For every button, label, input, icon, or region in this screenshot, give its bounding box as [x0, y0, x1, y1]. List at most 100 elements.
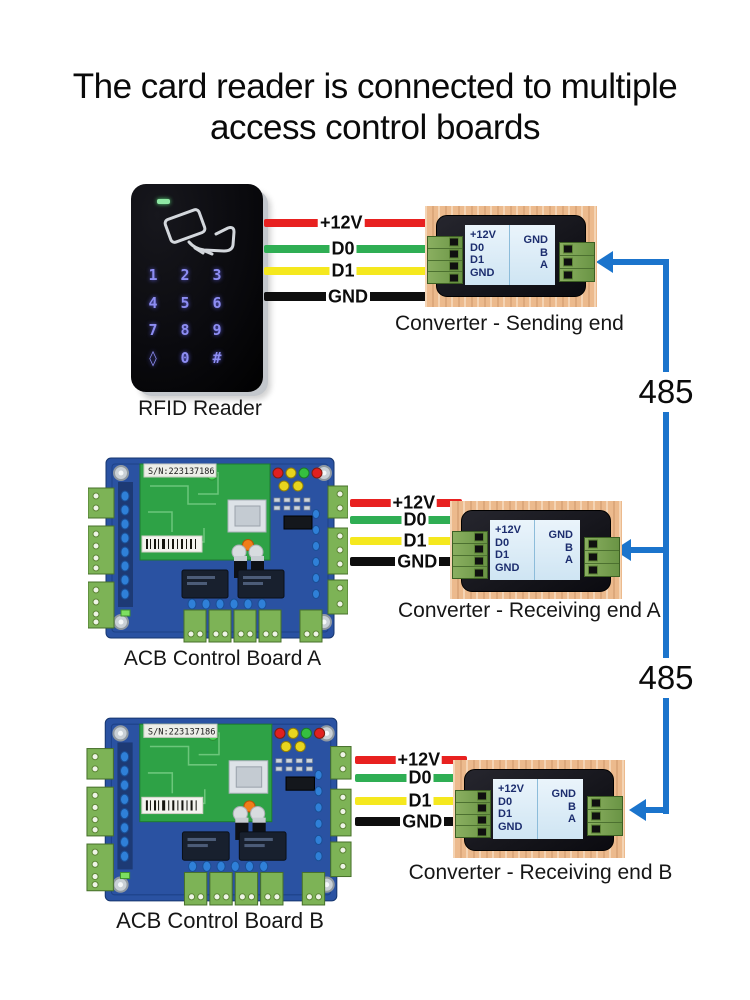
converter-label-panel: +12V D0 D1 GND GND B A: [465, 225, 555, 285]
wire-gnd-b: GND: [355, 811, 467, 832]
converter-receiving-a-caption: Converter - Receiving end A: [398, 599, 661, 622]
bus-485-branch-receiving-a: [630, 547, 663, 553]
screw-holes: [112, 725, 335, 893]
rfid-reader-device: 1 2 3 4 5 6 7 8 9 ◊ 0 #: [131, 184, 263, 392]
key-3: 3: [212, 266, 222, 284]
terminal-block-4pin: [452, 531, 488, 579]
wire-label-d0: D0: [329, 238, 357, 260]
terminal-block-3pin: [587, 796, 623, 836]
wire-12v-sending: +12V: [264, 212, 432, 234]
terminal-block-3pin: [559, 242, 595, 282]
bus-arrow-sending-icon: [596, 251, 613, 273]
status-led-cluster: [274, 727, 326, 753]
key-6: 6: [212, 294, 222, 312]
key-8: 8: [180, 321, 190, 339]
key-7: 7: [148, 321, 158, 339]
key-5: 5: [180, 294, 190, 312]
bus-485-branch-sending: [612, 259, 663, 265]
key-9: 9: [212, 321, 222, 339]
wire-label-d0: D0: [401, 509, 429, 531]
wire-d0-sending: D0: [264, 238, 432, 260]
wire-label-d0: D0: [406, 767, 434, 789]
converter-receiving-a: +12V D0 D1 GND GND B A: [450, 501, 622, 599]
wire-12v-a: +12V: [350, 492, 462, 514]
wire-label-12v: +12V: [317, 212, 365, 234]
card-swipe-icon: [163, 208, 236, 256]
converter-receiving-b-caption: Converter - Receiving end B: [408, 861, 673, 884]
barcode-sticker: [141, 796, 204, 815]
serial-sticker: S/N:223137186: [143, 723, 218, 738]
terminal-block-4pin: [427, 236, 463, 284]
wire-gnd-a: GND: [350, 551, 462, 572]
key-hash: #: [212, 349, 222, 367]
wire-label-d1: D1: [406, 790, 434, 812]
converter-label-panel: +12V D0 D1 GND GND B A: [493, 779, 583, 839]
key-2: 2: [180, 266, 190, 284]
status-led-cluster: [272, 467, 323, 492]
panel-left-text: +12V D0 D1 GND: [493, 779, 538, 839]
wire-gnd-sending: GND: [264, 286, 432, 307]
converter-sending-caption: Converter - Sending end: [395, 312, 624, 335]
right-cap-column: [314, 769, 323, 862]
page-title-line2: access control boards: [210, 108, 540, 147]
wire-label-gnd: GND: [395, 551, 440, 572]
io-pin-strip: [118, 482, 133, 617]
serial-number-text: S/N:223137186: [148, 727, 216, 737]
converter-receiving-b: +12V D0 D1 GND GND B A: [453, 760, 625, 858]
wire-label-d1: D1: [401, 530, 429, 552]
dip-ic: [285, 776, 315, 791]
right-terminal-blocks: [327, 485, 348, 615]
page-title: The card reader is connected to multiple…: [0, 66, 750, 148]
wire-label-12v: +12V: [395, 749, 443, 771]
io-pin-strip: [117, 742, 133, 880]
page-title-line1: The card reader is connected to multiple: [72, 67, 678, 106]
left-terminal-blocks: [88, 487, 115, 629]
relays: [181, 569, 285, 599]
wire-label-gnd: GND: [326, 286, 370, 307]
rfid-reader-caption: RFID Reader: [138, 397, 262, 420]
bottom-terminal-blocks: [183, 609, 323, 643]
barcode-sticker: [141, 535, 203, 553]
bus-485-vertical-line: [663, 259, 669, 814]
wire-12v-b: +12V: [355, 749, 467, 771]
key-4: 4: [148, 294, 158, 312]
panel-left-text: +12V D0 D1 GND: [465, 225, 510, 285]
serial-number-text: S/N:223137186: [148, 467, 215, 477]
dip-ic: [283, 515, 313, 530]
bus-485-label-bottom: 485: [637, 658, 695, 698]
wire-label-d1: D1: [329, 260, 357, 282]
acb-control-board-b: S/N:223137186: [86, 717, 352, 906]
panel-right-text: GND B A: [548, 529, 573, 566]
wire-d1-b: D1: [355, 790, 467, 812]
right-terminal-blocks: [330, 746, 352, 878]
bottom-cap-row: [188, 860, 269, 872]
bus-485-branch-receiving-b: [645, 807, 663, 813]
wire-d1-sending: D1: [264, 260, 432, 282]
resistor-field: [273, 497, 311, 511]
resistor-field: [275, 758, 313, 772]
relays: [181, 831, 287, 861]
wire-d1-a: D1: [350, 530, 462, 552]
acb-control-board-a: S/N:223137186: [88, 457, 348, 643]
wire-label-12v: +12V: [390, 492, 438, 514]
converter-label-panel: +12V D0 D1 GND GND B A: [490, 520, 580, 580]
key-0: 0: [180, 349, 190, 367]
converter-sending: +12V D0 D1 GND GND B A: [425, 206, 597, 307]
wire-label-gnd: GND: [400, 811, 445, 832]
wire-d0-a: D0: [350, 509, 462, 531]
acb-board-b-caption: ACB Control Board B: [116, 908, 324, 933]
panel-right-text: GND B A: [551, 788, 576, 825]
bottom-cap-row: [187, 598, 267, 610]
bus-485-label-top: 485: [637, 372, 695, 412]
panel-right-text: GND B A: [523, 234, 548, 271]
key-1: 1: [148, 266, 158, 284]
bottom-terminal-blocks: [183, 871, 326, 906]
serial-sticker: S/N:223137186: [143, 463, 217, 478]
wire-d0-b: D0: [355, 767, 467, 789]
terminal-block-4pin: [455, 790, 491, 838]
acb-board-a-caption: ACB Control Board A: [123, 647, 322, 670]
bus-arrow-receiving-b-icon: [629, 799, 646, 821]
power-led-icon: [157, 199, 170, 204]
terminal-block-3pin: [584, 537, 620, 577]
panel-left-text: +12V D0 D1 GND: [490, 520, 535, 580]
